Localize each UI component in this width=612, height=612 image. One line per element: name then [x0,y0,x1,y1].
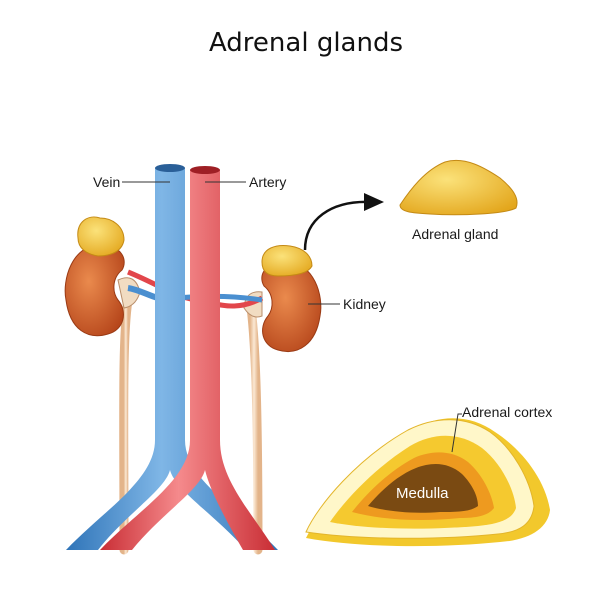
pointer-arrow [303,200,373,251]
adrenal-cortex-label: Adrenal cortex [462,404,553,420]
diagram-title: Adrenal glands [208,28,404,58]
vein-opening [155,164,185,172]
medulla-region [368,464,478,513]
right-kidney [261,261,322,352]
arrowhead-icon [364,193,384,211]
vein-label: Vein [93,174,121,190]
artery-opening [190,166,220,174]
adrenal-cross-section [305,418,550,547]
left-kidney [64,244,125,337]
medulla-label: Medulla [396,485,449,502]
cortex-leader [451,413,462,453]
right-adrenal-gland [261,245,313,277]
adrenal-gland-isolated [399,160,518,216]
artery-vessel [100,170,275,550]
left-adrenal-gland [77,216,125,257]
artery-label: Artery [249,174,287,190]
adrenal-gland-label: Adrenal gland [412,226,499,242]
right-ureter [245,295,263,555]
vein-vessel [66,168,278,550]
kidney-label: Kidney [343,296,386,312]
